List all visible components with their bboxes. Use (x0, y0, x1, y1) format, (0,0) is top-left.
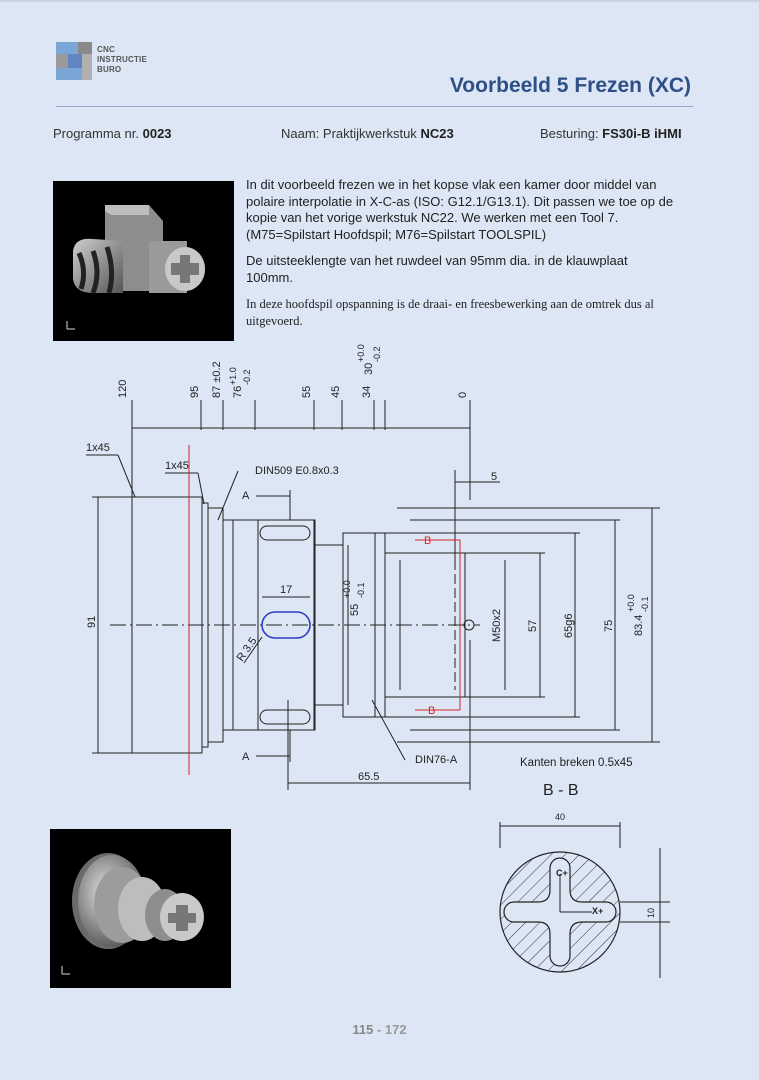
name-label: Naam: Praktijkwerkstuk (281, 126, 417, 141)
section-marker: B (428, 705, 435, 717)
dim-text: 75 (603, 620, 615, 632)
title-divider (56, 106, 693, 107)
page-number: 115 - 172 (0, 1022, 759, 1037)
section-title: B - B (543, 782, 579, 799)
dim-text: +0.0 (342, 580, 352, 598)
description-paragraph: De uitsteeklengte van het ruwdeel van 95… (246, 253, 628, 285)
top-border (0, 0, 759, 2)
logo-line: INSTRUCTIE (97, 55, 147, 64)
dim-text: 0 (457, 392, 469, 398)
dim-text: 17 (280, 584, 292, 596)
radius-label: R 3.5 (235, 635, 260, 663)
undercut-label: DIN76-A (415, 754, 458, 766)
section-view: 40 C+ X+ 10 (499, 812, 670, 978)
dim-text: 65.5 (358, 771, 379, 783)
total-pages: 172 (384, 1022, 407, 1037)
dim-text: 55 (349, 604, 361, 616)
dim-text: +1.0 (228, 367, 238, 385)
dim-text: -0.2 (372, 346, 382, 362)
dim-text: 76 (232, 386, 244, 398)
dim-text: -0.1 (640, 596, 650, 612)
dim-text: 5 (491, 471, 497, 483)
dim-text: 87 ±0.2 (211, 361, 223, 398)
name-value: NC23 (420, 126, 454, 141)
program-value: 0023 (142, 126, 172, 141)
dim-text: 45 (330, 386, 342, 398)
dim-text: -0.2 (242, 369, 252, 385)
chamfer-label: 1x45 (86, 442, 110, 454)
dim-text: 55 (301, 386, 313, 398)
dim-text: 91 (86, 616, 98, 628)
edges-note: Kanten breken 0.5x45 (520, 757, 633, 769)
section-marker: B (424, 535, 431, 547)
dim-text: 57 (527, 620, 539, 632)
undercut-label: DIN509 E0.8x0.3 (255, 465, 339, 477)
company-logo: CNC INSTRUCTIE BURO (56, 42, 176, 82)
logo-icon (56, 42, 92, 80)
part-render-image (53, 181, 234, 341)
section-marker: A (242, 751, 250, 763)
program-info: Programma nr. 0023 (53, 126, 172, 141)
chamfer-label: 1x45 (165, 460, 189, 472)
finished-part-image (50, 829, 231, 988)
pocket-outline (261, 611, 311, 639)
control-value: FS30i-B iHMI (602, 126, 682, 141)
logo-line: CNC (97, 45, 115, 54)
current-page: 115 (352, 1022, 374, 1037)
dim-text: +0.0 (356, 344, 366, 362)
dim-text: 30 (363, 363, 375, 375)
technical-drawing: 120 95 87 ±0.2 76 +1.0 -0.2 55 45 34 30 … (86, 344, 660, 799)
dim-text: 120 (117, 380, 129, 398)
axis-label: C+ (556, 868, 568, 878)
page-separator: - (373, 1022, 385, 1037)
dim-text: 40 (555, 812, 565, 822)
program-label: Programma nr. (53, 126, 139, 141)
logo-line: BURO (97, 65, 122, 74)
thread-label: M50x2 (491, 609, 503, 642)
dim-text: +0.0 (626, 594, 636, 612)
section-marker: A (242, 490, 250, 502)
dim-text: 10 (646, 908, 656, 918)
page-title: Voorbeeld 5 Frezen (XC) (449, 74, 691, 97)
dim-text: -0.1 (356, 582, 366, 598)
description: In dit voorbeeld frezen we in het kopse … (246, 177, 676, 329)
description-paragraph: In dit voorbeeld frezen we in het kopse … (246, 177, 674, 242)
control-label: Besturing: (540, 126, 599, 141)
dim-text: 95 (189, 386, 201, 398)
logo-text: CNC INSTRUCTIE BURO (97, 45, 147, 75)
dim-text: 34 (361, 386, 373, 398)
name-info: Naam: Praktijkwerkstuk NC23 (281, 126, 454, 141)
dim-text: 83.4 (633, 615, 645, 636)
dim-text: 65g6 (563, 614, 575, 638)
control-info: Besturing: FS30i-B iHMI (540, 126, 682, 141)
description-paragraph: In deze hoofdspil opspanning is de draai… (246, 297, 654, 328)
axis-label: X+ (592, 906, 603, 916)
